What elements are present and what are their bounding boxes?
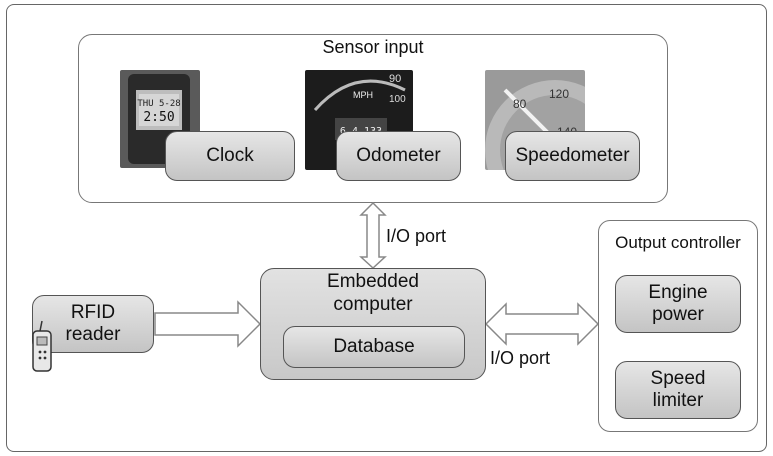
embedded-computer-node: Embedded computer Database [260, 268, 486, 380]
speedometer-120: 120 [549, 87, 569, 101]
clock-photo-time: 2:50 [143, 110, 174, 125]
clock-node: Clock [165, 131, 295, 181]
speedometer-node: Speedometer [505, 131, 640, 181]
rfid-line1: RFID [70, 302, 116, 324]
speedometer-80: 80 [513, 97, 527, 111]
io-port-right-label: I/O port [490, 348, 551, 368]
output-controller-title: Output controller [615, 233, 741, 252]
output-controller-group: Output controller Engine power Speed lim… [598, 220, 758, 432]
speedometer-label: Speedometer [515, 145, 630, 167]
io-horizontal-arrow [484, 302, 600, 346]
limiter-line1: Speed [650, 368, 706, 390]
engine-line2: power [652, 304, 704, 325]
rfid-line2: reader [65, 324, 121, 345]
rfid-label: RFID reader [66, 302, 121, 346]
clock-photo-date: THU 5-28 [137, 99, 180, 109]
odometer-label: Odometer [356, 145, 441, 167]
odometer-node: Odometer [336, 131, 461, 181]
odometer-dial-90: 90 [389, 73, 401, 85]
embedded-computer-title: Embedded computer [261, 271, 485, 317]
io-port-top-label: I/O port [386, 226, 447, 246]
engine-label: Engine power [648, 282, 707, 326]
engine-power-node: Engine power [615, 275, 741, 333]
odometer-mph: MPH [353, 90, 373, 100]
engine-line1: Engine [648, 282, 708, 304]
database-node: Database [283, 326, 465, 368]
embedded-line1: Embedded [327, 271, 419, 292]
sensor-input-title: Sensor input [322, 37, 424, 57]
rfid-to-computer-arrow [154, 300, 262, 348]
clock-label: Clock [206, 145, 254, 167]
embedded-line2: computer [333, 293, 413, 315]
odometer-dial-100: 100 [389, 94, 406, 105]
database-label: Database [333, 336, 415, 358]
rfid-reader-node: RFID reader [32, 295, 154, 353]
speed-limiter-node: Speed limiter [615, 361, 741, 419]
limiter-label: Speed limiter [651, 368, 706, 412]
limiter-line2: limiter [652, 390, 704, 411]
io-vertical-arrow [359, 201, 387, 270]
